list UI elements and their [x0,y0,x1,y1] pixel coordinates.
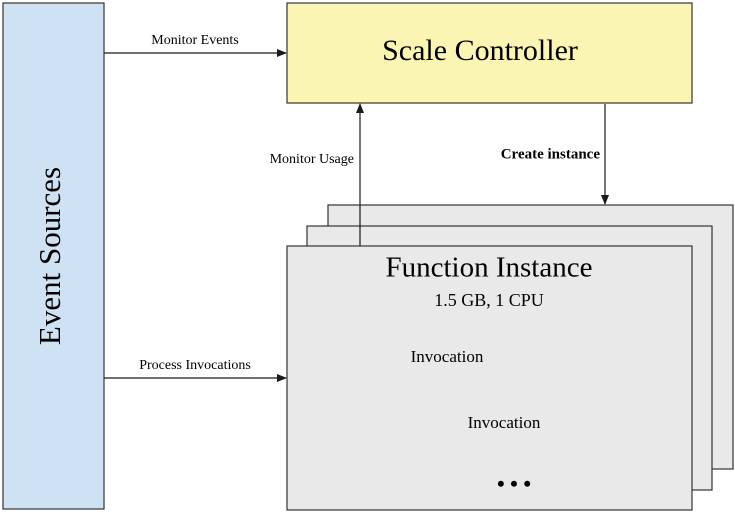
event-sources-label: Event Sources [32,167,67,345]
scale-controller-label: Scale Controller [382,34,578,67]
ellipsis-indicator: • • • [497,471,531,496]
create-instance-label: Create instance [501,146,601,162]
monitor-events-label: Monitor Events [151,33,239,48]
invocation-label-2: Invocation [468,413,541,432]
monitor-events-arrow: Monitor Events [104,33,287,57]
scale-controller-box: Scale Controller [286,2,693,104]
event-sources-rect [2,2,105,510]
function-instance-title: Function Instance [386,252,593,284]
process-invocations-label: Process Invocations [139,358,251,373]
monitor-usage-label: Monitor Usage [270,152,354,167]
process-invocations-arrow: Process Invocations [104,358,287,382]
monitor-usage-arrow: Monitor Usage [270,103,364,246]
create-instance-arrow: Create instance [501,104,609,205]
invocation-label-1: Invocation [411,347,484,366]
function-instance-front-rect [286,245,693,511]
event-sources-box: Event Sources [2,2,105,510]
function-instance-spec: 1.5 GB, 1 CPU [434,290,544,310]
function-instance-front: Function Instance 1.5 GB, 1 CPU Invocati… [286,245,693,511]
scale-controller-rect [286,2,693,104]
